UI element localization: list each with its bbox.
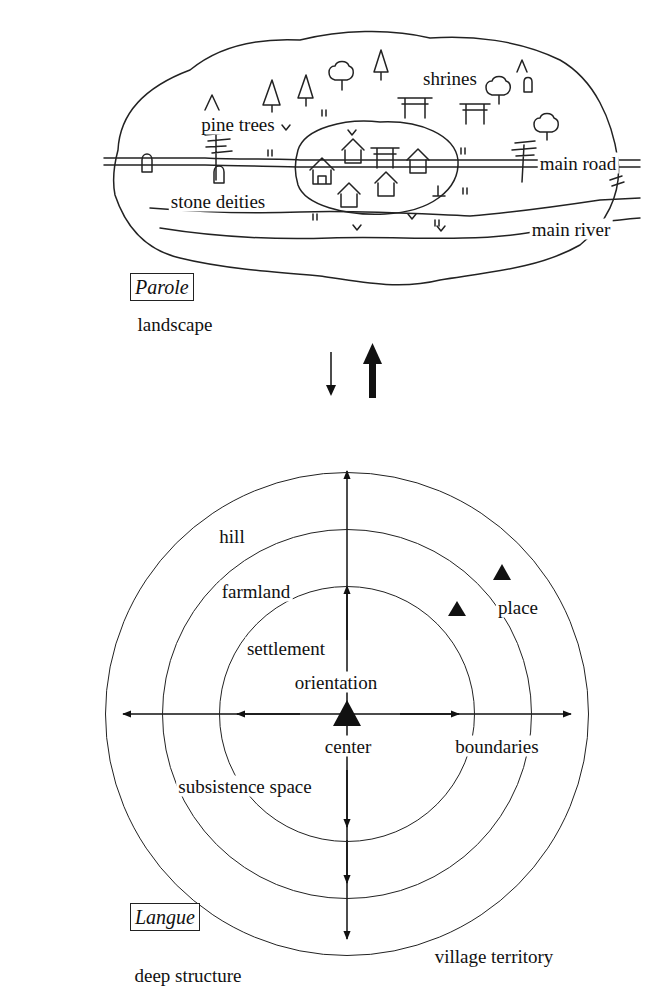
village-territory-circle: hillvillage territoryfarmlandsettlement [105,472,589,956]
diagram-term: orientation [293,672,379,693]
caption: landscape [136,314,215,335]
place-name: shrines [421,68,479,89]
farmland-circle: farmland settlement [162,529,532,899]
place-name: main river [530,219,613,240]
zone-label: village territory [433,946,556,967]
place-name: main road [538,153,619,174]
langue-box: Langue [130,903,200,931]
caption: deep structure [132,965,243,986]
diagram-term: boundaries [453,736,540,757]
place-name: stone deities [169,191,267,212]
parole-box: Parole [130,273,194,301]
settlement-circle: settlement [219,586,475,842]
landscape-sketch [104,31,640,284]
diagram-term: place [496,597,540,618]
place-symbols [333,564,511,726]
zone-label: hill [217,526,246,547]
box-label: Langue [135,906,195,928]
transformation-arrows [326,343,382,398]
zone-label: settlement [245,638,327,659]
diagram-term: center [323,736,373,757]
orientation-axes [123,471,571,939]
place-name: pine trees [199,114,276,135]
box-label: Parole [135,276,189,298]
diagram-term: subsistence space [176,776,313,797]
zone-label: farmland [220,581,293,602]
